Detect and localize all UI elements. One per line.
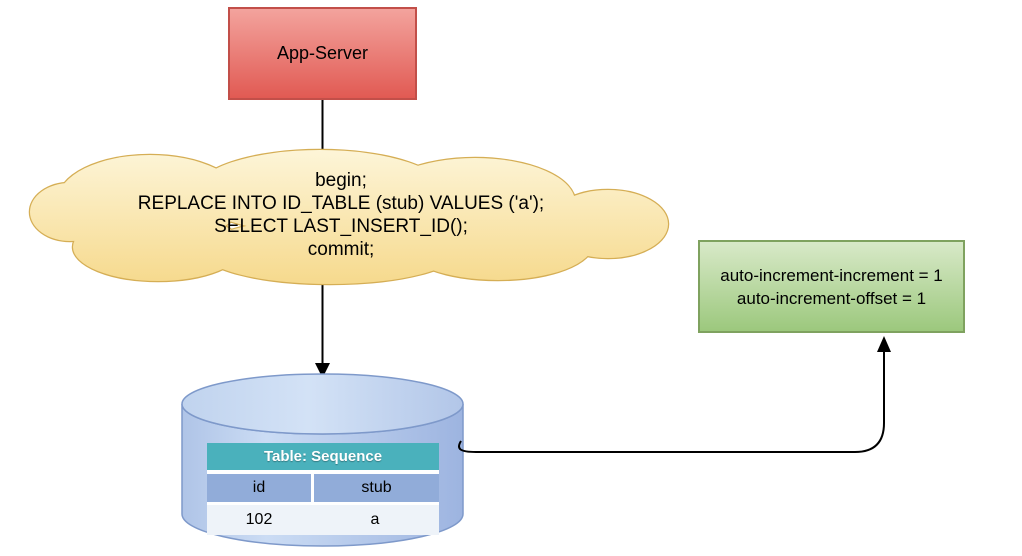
config-line: auto-increment-offset = 1: [736, 288, 927, 308]
sql-line: begin;: [315, 170, 367, 191]
app-server-node: App-Server: [228, 7, 417, 100]
cell-id: 102: [245, 511, 273, 528]
arrow-head-up-icon: [877, 336, 891, 352]
app-server-label: App-Server: [276, 43, 369, 63]
table-title: Table: Sequence: [207, 443, 439, 470]
sql-cloud-shape: [28, 148, 670, 286]
sequence-table: Table: Sequence id stub 102 a: [207, 443, 439, 535]
arrow-head-down-icon: [315, 363, 330, 378]
sql-line: commit;: [307, 239, 375, 260]
column-header-id: id: [207, 474, 311, 502]
config-line: auto-increment-increment = 1: [720, 265, 943, 285]
db-to-config-arrow: [458, 336, 891, 453]
sql-line: SELECT LAST_INSERT_ID();: [214, 216, 468, 237]
auto-increment-config-node: auto-increment-increment = 1 auto-increm…: [698, 240, 965, 333]
sql-line: REPLACE INTO ID_TABLE (stub) VALUES ('a'…: [137, 193, 545, 214]
column-header-stub: stub: [314, 474, 439, 502]
cell-stub: a: [370, 511, 380, 528]
table-row: 102 a: [207, 505, 439, 535]
cylinder-top-cap: [181, 373, 464, 435]
table-header-row: id stub: [207, 474, 439, 502]
sql-cloud-text: begin; REPLACE INTO ID_TABLE (stub) VALU…: [40, 169, 642, 261]
arrow-shaft: [458, 352, 885, 453]
